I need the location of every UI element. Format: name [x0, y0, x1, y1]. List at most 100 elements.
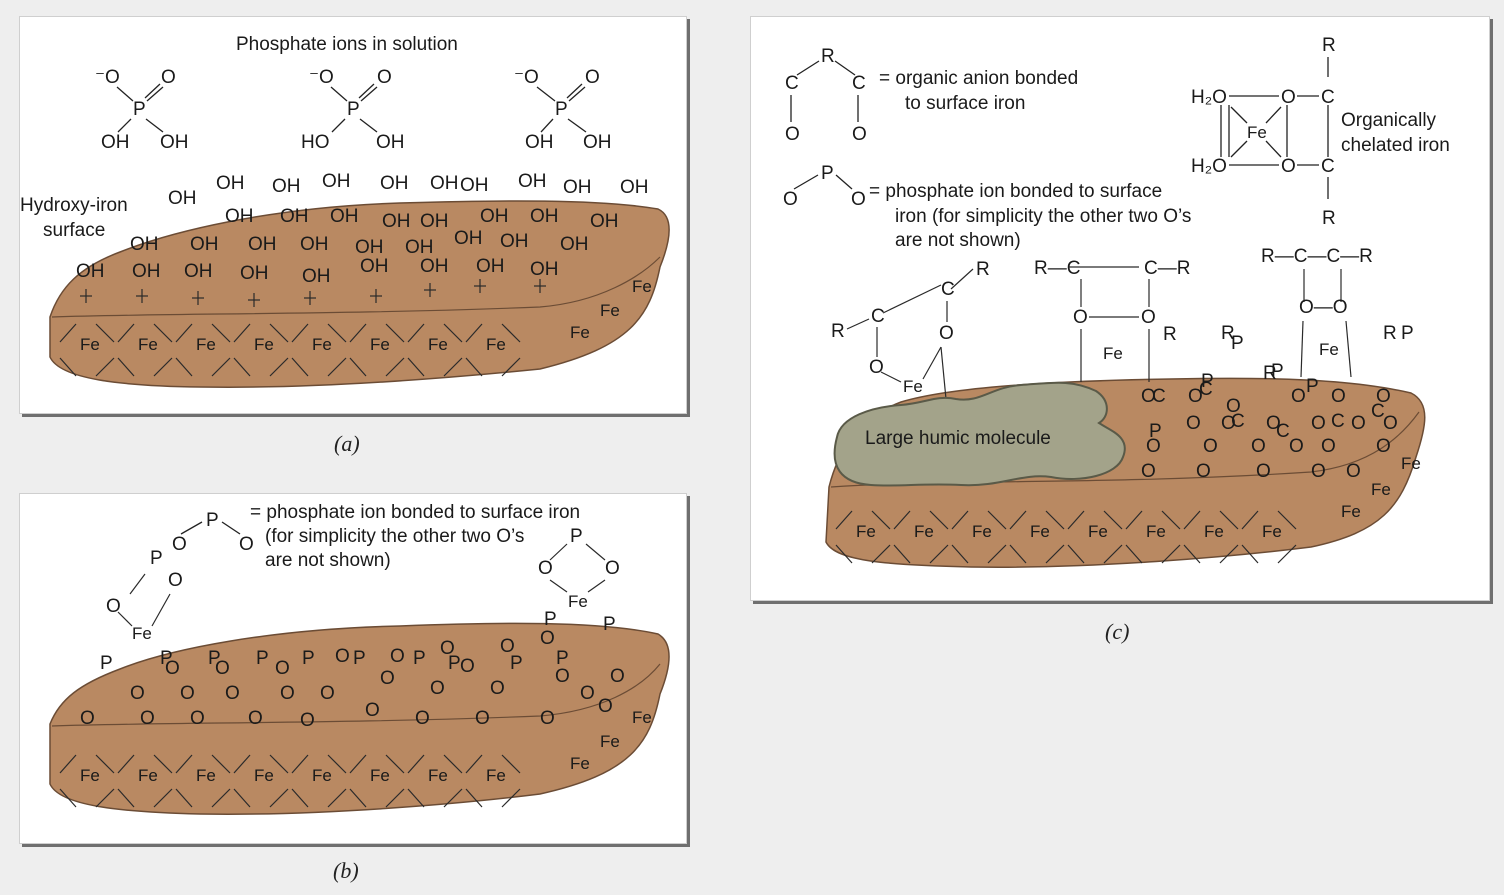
oxygen-atom: O [280, 683, 295, 704]
fe-atom: Fe [132, 624, 152, 643]
hydroxyl-group: OH [302, 266, 331, 287]
carbon-atom: C [1371, 401, 1385, 422]
oxygen-atom: O [140, 708, 155, 729]
svg-text:Fe: Fe [1247, 123, 1267, 142]
hydroxyl-group: OH [380, 173, 409, 194]
hydroxyl-group: OH [563, 177, 592, 198]
hydroxyl-group: OH [454, 228, 483, 249]
phosphate-legend-symbol-c: P O O [783, 163, 866, 210]
oxygen-atom: O [180, 683, 195, 704]
hydroxyl-group: OH [590, 211, 619, 232]
surface-complexes-c: RCCROOFeOOR—CC—ROOFeOR—C—C—RO—OFeOOOOOOO… [831, 246, 1414, 482]
fe-atom: Fe [1146, 522, 1166, 541]
oxygen-atom: O [320, 683, 335, 704]
fe-atom: Fe [1341, 502, 1361, 521]
r-group: R—C—C—R [1261, 246, 1373, 267]
svg-text:H₂O: H₂O [1191, 87, 1227, 108]
oxygen-atom: O [490, 678, 505, 699]
oxygen-atom: O [1266, 413, 1281, 434]
panel-b-diagram: P O O = phosphate ion bonded to surface … [49, 502, 670, 815]
fe-atom: Fe [632, 277, 652, 296]
fe-atom: Fe [903, 377, 923, 396]
oxygen-atom: O [190, 708, 205, 729]
oxygen-atom: O [1221, 413, 1236, 434]
caption-b: (b) [333, 858, 359, 883]
fe-atom: Fe [254, 766, 274, 785]
phosphate-ion-2: ⁻O O P HO OH [301, 67, 405, 153]
r-group: R [976, 259, 990, 280]
carbon-atom: C [1331, 411, 1345, 432]
surface-label-line-2: surface [43, 220, 105, 241]
fe-atom: Fe [570, 754, 590, 773]
svg-text:O: O [783, 189, 798, 210]
hydroxyl-group: OH [500, 231, 529, 252]
soil-slab-a [49, 200, 670, 388]
chelate-label-line-2: chelated iron [1341, 135, 1450, 156]
oxygen-atom: O [415, 708, 430, 729]
fe-atom: Fe [428, 766, 448, 785]
svg-text:⁻O: ⁻O [514, 67, 539, 88]
panel-a-diagram: Phosphate ions in solution ⁻O O P OH OH … [20, 34, 670, 388]
svg-text:HO: HO [301, 132, 330, 153]
svg-text:O: O [1281, 87, 1296, 108]
svg-text:H₂O: H₂O [1191, 156, 1227, 177]
svg-text:O: O [852, 124, 867, 145]
oxygen-atom: O [1196, 461, 1211, 482]
fe-atom: Fe [196, 335, 216, 354]
oxygen-atom: O [1346, 461, 1361, 482]
svg-text:R: R [1322, 35, 1336, 56]
hydroxyl-group: OH [240, 263, 269, 284]
fe-atom: Fe [1319, 340, 1339, 359]
caption-c: (c) [1105, 619, 1130, 644]
phosphate-legend-c-line-1: = phosphate ion bonded to surface [869, 181, 1162, 202]
svg-text:P: P [821, 163, 834, 184]
fe-atom: Fe [600, 732, 620, 751]
hydroxyl-group: OH [530, 206, 559, 227]
svg-text:⁻O: ⁻O [95, 67, 120, 88]
oxygen-atom: O [215, 658, 230, 679]
oxygen-atom: O [80, 708, 95, 729]
oxygen-atom: O [460, 656, 475, 677]
anion-legend-line-1: = organic anion bonded [879, 68, 1078, 89]
oxygen-atom: O [440, 638, 455, 659]
oxygen-atom: O [1321, 436, 1336, 457]
oxygen-atom: O [390, 646, 405, 667]
hydroxyl-group: OH [355, 237, 384, 258]
fe-atom: Fe [80, 335, 100, 354]
oxygen-atom: O [106, 596, 121, 617]
phosphorus-atom: P [448, 653, 461, 674]
carbon-atom: C [1199, 379, 1213, 400]
oxygen-atom: O [365, 700, 380, 721]
phosphorus-atom: P [544, 609, 557, 630]
oxygen-atom: O [1351, 413, 1366, 434]
hydroxyl-group: OH [272, 176, 301, 197]
panel-c-diagram: R C C O O = organic anion bonded to surf… [783, 35, 1450, 568]
hydroxyl-group: OH [76, 261, 105, 282]
fe-atom: Fe [138, 766, 158, 785]
hydroxyl-group: OH [300, 234, 329, 255]
oxygen-atom: O [275, 658, 290, 679]
r-group: R—C [1034, 258, 1080, 279]
r-group: R [1221, 323, 1235, 344]
oxygen-atom: O [540, 708, 555, 729]
panel-c: R C C O O = organic anion bonded to surf… [750, 16, 1490, 644]
r-group: R [1263, 363, 1277, 384]
fe-atom: Fe [1401, 454, 1421, 473]
fe-atom: Fe [486, 766, 506, 785]
hydroxyl-group: OH [405, 237, 434, 258]
chelate-label-line-1: Organically [1341, 110, 1437, 131]
hydroxyl-group: OH [360, 256, 389, 277]
oxygen-atom: O [1141, 307, 1156, 328]
phosphorus-atom: P [1201, 371, 1214, 392]
r-group: C—R [1144, 258, 1190, 279]
fe-atom: Fe [138, 335, 158, 354]
oxygen-atom: O [300, 710, 315, 731]
fe-atom: Fe [370, 335, 390, 354]
oxygen-atom: O [248, 708, 263, 729]
fe-atom: Fe [972, 522, 992, 541]
carbon-atom: C [871, 306, 885, 327]
svg-text:P: P [555, 99, 568, 120]
